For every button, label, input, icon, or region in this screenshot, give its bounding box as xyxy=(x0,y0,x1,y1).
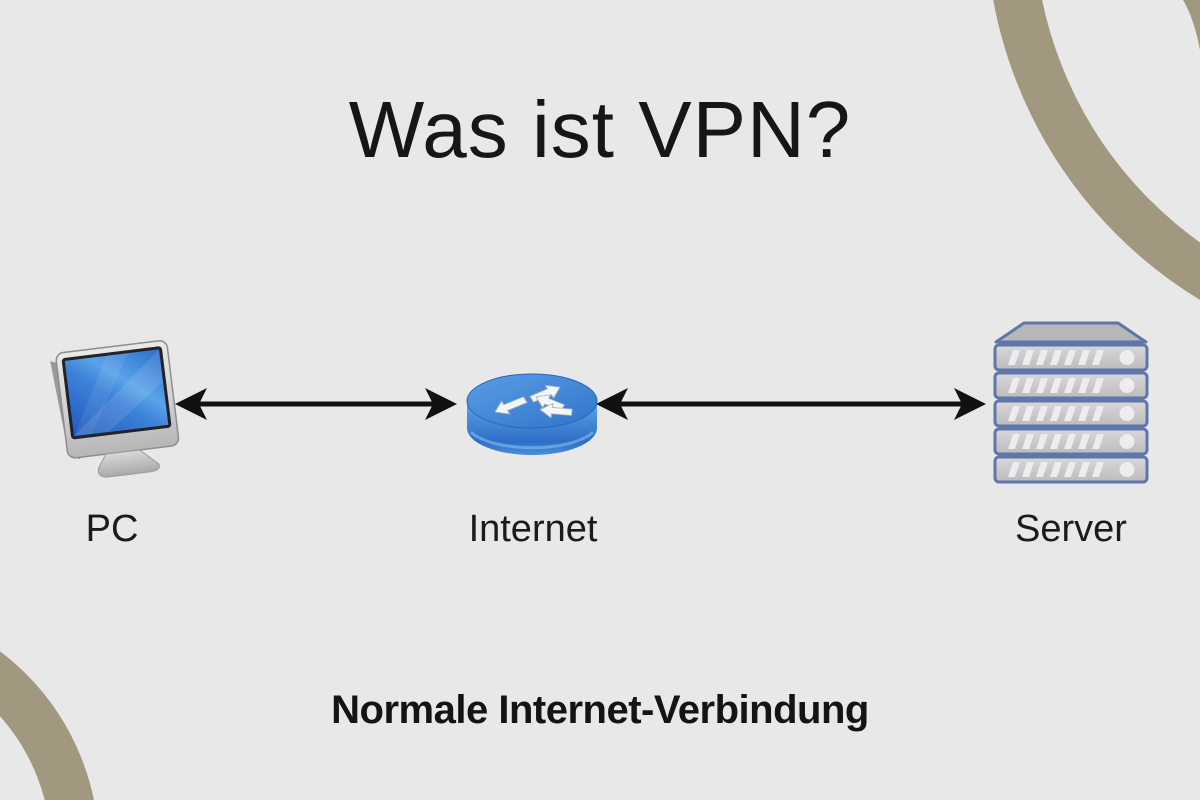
router-arrows xyxy=(494,384,573,419)
screen-sheen-2 xyxy=(74,353,128,436)
arrowhead-left xyxy=(596,388,628,420)
connection-arrow-pc-internet xyxy=(175,388,457,420)
slide-title: Was ist VPN? xyxy=(348,85,852,174)
slide-caption: Normale Internet-Verbindung xyxy=(331,688,869,732)
monitor-stand xyxy=(97,449,160,478)
router-rim-highlight xyxy=(469,430,595,450)
router-icon xyxy=(466,373,598,455)
desktop-computer-icon xyxy=(50,340,180,478)
router-top xyxy=(466,373,598,429)
server-units xyxy=(993,343,1149,484)
server-label: Server xyxy=(1015,508,1127,550)
server-rack-icon xyxy=(993,321,1149,484)
pc-label: PC xyxy=(85,508,139,550)
internet-label: Internet xyxy=(468,508,598,550)
screen-sheen xyxy=(74,349,163,436)
monitor-screen xyxy=(61,346,172,440)
arrowhead-right xyxy=(425,388,457,420)
connection-arrow-internet-server xyxy=(596,388,986,420)
server-top-cap xyxy=(994,321,1148,344)
arrowhead-right xyxy=(954,388,986,420)
top-right-corner-sliver xyxy=(1183,0,1200,50)
arrowhead-left xyxy=(175,388,207,420)
